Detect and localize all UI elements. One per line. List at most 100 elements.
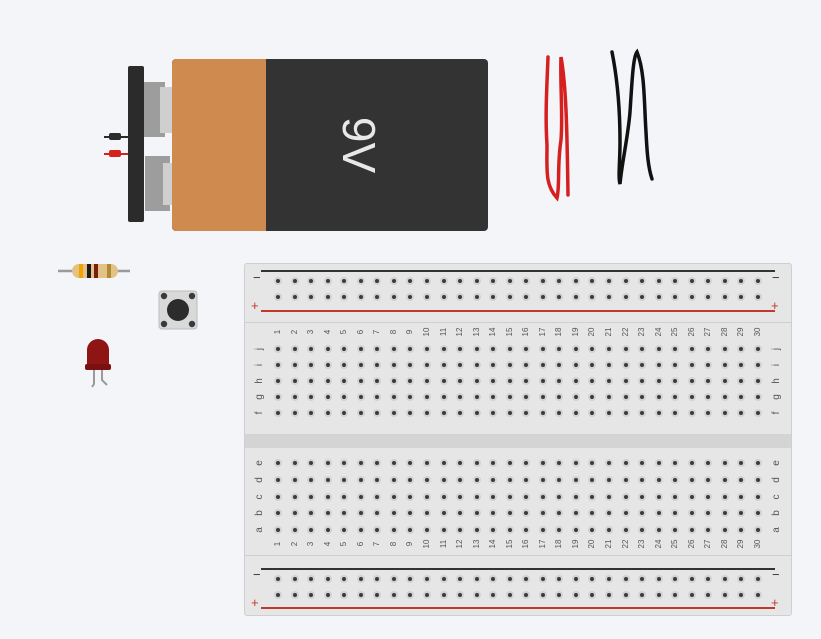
hole-c8[interactable] bbox=[391, 495, 396, 499]
hole-d23[interactable] bbox=[640, 478, 645, 482]
rail-hole-top-positive-9[interactable] bbox=[408, 295, 413, 299]
hole-j11[interactable] bbox=[441, 347, 446, 351]
hole-j5[interactable] bbox=[342, 347, 347, 351]
hole-g20[interactable] bbox=[590, 395, 595, 399]
rail-hole-top-negative-30[interactable] bbox=[755, 279, 760, 283]
hole-j22[interactable] bbox=[623, 347, 628, 351]
rail-hole-bottom-negative-16[interactable] bbox=[524, 577, 529, 581]
hole-h4[interactable] bbox=[325, 379, 330, 383]
rail-hole-top-positive-4[interactable] bbox=[325, 295, 330, 299]
hole-b1[interactable] bbox=[276, 511, 280, 515]
hole-h17[interactable] bbox=[540, 379, 545, 383]
hole-f22[interactable] bbox=[623, 411, 628, 415]
hole-f25[interactable] bbox=[673, 411, 678, 415]
hole-j28[interactable] bbox=[722, 347, 727, 351]
hole-j14[interactable] bbox=[491, 347, 496, 351]
hole-a2[interactable] bbox=[292, 528, 297, 532]
rail-hole-bottom-negative-26[interactable] bbox=[689, 577, 694, 581]
hole-h29[interactable] bbox=[739, 379, 744, 383]
hole-a28[interactable] bbox=[722, 528, 727, 532]
hole-g21[interactable] bbox=[607, 395, 611, 399]
black-wire[interactable] bbox=[600, 42, 660, 192]
hole-a16[interactable] bbox=[524, 528, 529, 532]
hole-c7[interactable] bbox=[375, 495, 380, 499]
rail-hole-top-negative-16[interactable] bbox=[524, 279, 529, 283]
hole-i4[interactable] bbox=[325, 363, 330, 367]
rail-hole-top-negative-15[interactable] bbox=[507, 279, 512, 283]
rail-hole-bottom-positive-25[interactable] bbox=[673, 593, 678, 597]
hole-j15[interactable] bbox=[507, 347, 512, 351]
rail-hole-bottom-positive-21[interactable] bbox=[607, 593, 611, 597]
hole-i30[interactable] bbox=[755, 363, 760, 367]
hole-a20[interactable] bbox=[590, 528, 595, 532]
hole-b30[interactable] bbox=[755, 511, 760, 515]
hole-f27[interactable] bbox=[706, 411, 711, 415]
hole-g23[interactable] bbox=[640, 395, 645, 399]
hole-i24[interactable] bbox=[656, 363, 661, 367]
hole-j17[interactable] bbox=[540, 347, 545, 351]
rail-hole-top-positive-21[interactable] bbox=[607, 295, 611, 299]
hole-b23[interactable] bbox=[640, 511, 645, 515]
hole-i5[interactable] bbox=[342, 363, 347, 367]
hole-g12[interactable] bbox=[458, 395, 463, 399]
hole-h21[interactable] bbox=[607, 379, 611, 383]
hole-c16[interactable] bbox=[524, 495, 529, 499]
hole-b19[interactable] bbox=[573, 511, 578, 515]
hole-d24[interactable] bbox=[656, 478, 661, 482]
hole-c17[interactable] bbox=[540, 495, 545, 499]
hole-a17[interactable] bbox=[540, 528, 545, 532]
hole-i23[interactable] bbox=[640, 363, 645, 367]
hole-i29[interactable] bbox=[739, 363, 744, 367]
hole-g7[interactable] bbox=[375, 395, 380, 399]
rail-hole-bottom-negative-18[interactable] bbox=[557, 577, 562, 581]
hole-h20[interactable] bbox=[590, 379, 595, 383]
rail-hole-top-positive-7[interactable] bbox=[375, 295, 380, 299]
hole-g19[interactable] bbox=[573, 395, 578, 399]
hole-f10[interactable] bbox=[424, 411, 429, 415]
hole-a23[interactable] bbox=[640, 528, 645, 532]
rail-hole-top-positive-10[interactable] bbox=[424, 295, 429, 299]
hole-c14[interactable] bbox=[491, 495, 496, 499]
rail-hole-bottom-negative-24[interactable] bbox=[656, 577, 661, 581]
hole-b29[interactable] bbox=[739, 511, 744, 515]
rail-hole-bottom-positive-3[interactable] bbox=[309, 593, 314, 597]
rail-hole-top-positive-26[interactable] bbox=[689, 295, 694, 299]
rail-hole-bottom-positive-5[interactable] bbox=[342, 593, 347, 597]
rail-hole-bottom-negative-2[interactable] bbox=[292, 577, 297, 581]
hole-e20[interactable] bbox=[590, 461, 595, 465]
hole-e16[interactable] bbox=[524, 461, 529, 465]
hole-h13[interactable] bbox=[474, 379, 479, 383]
rail-hole-bottom-negative-4[interactable] bbox=[325, 577, 330, 581]
rail-hole-bottom-positive-12[interactable] bbox=[458, 593, 463, 597]
hole-i25[interactable] bbox=[673, 363, 678, 367]
hole-g14[interactable] bbox=[491, 395, 496, 399]
hole-h19[interactable] bbox=[573, 379, 578, 383]
rail-hole-top-negative-2[interactable] bbox=[292, 279, 297, 283]
hole-d19[interactable] bbox=[573, 478, 578, 482]
rail-hole-bottom-positive-29[interactable] bbox=[739, 593, 744, 597]
hole-j21[interactable] bbox=[607, 347, 611, 351]
hole-g17[interactable] bbox=[540, 395, 545, 399]
rail-hole-bottom-positive-16[interactable] bbox=[524, 593, 529, 597]
hole-b4[interactable] bbox=[325, 511, 330, 515]
rail-hole-bottom-positive-27[interactable] bbox=[706, 593, 711, 597]
hole-c19[interactable] bbox=[573, 495, 578, 499]
rail-hole-bottom-negative-21[interactable] bbox=[607, 577, 611, 581]
hole-g6[interactable] bbox=[358, 395, 363, 399]
rail-hole-bottom-positive-10[interactable] bbox=[424, 593, 429, 597]
rail-hole-bottom-negative-29[interactable] bbox=[739, 577, 744, 581]
hole-i11[interactable] bbox=[441, 363, 446, 367]
hole-c26[interactable] bbox=[689, 495, 694, 499]
rail-hole-bottom-negative-14[interactable] bbox=[491, 577, 496, 581]
hole-i3[interactable] bbox=[309, 363, 314, 367]
hole-a19[interactable] bbox=[573, 528, 578, 532]
hole-b15[interactable] bbox=[507, 511, 512, 515]
hole-a13[interactable] bbox=[474, 528, 479, 532]
hole-c5[interactable] bbox=[342, 495, 347, 499]
hole-a22[interactable] bbox=[623, 528, 628, 532]
hole-e29[interactable] bbox=[739, 461, 744, 465]
hole-g8[interactable] bbox=[391, 395, 396, 399]
hole-j13[interactable] bbox=[474, 347, 479, 351]
hole-g29[interactable] bbox=[739, 395, 744, 399]
rail-hole-top-positive-5[interactable] bbox=[342, 295, 347, 299]
